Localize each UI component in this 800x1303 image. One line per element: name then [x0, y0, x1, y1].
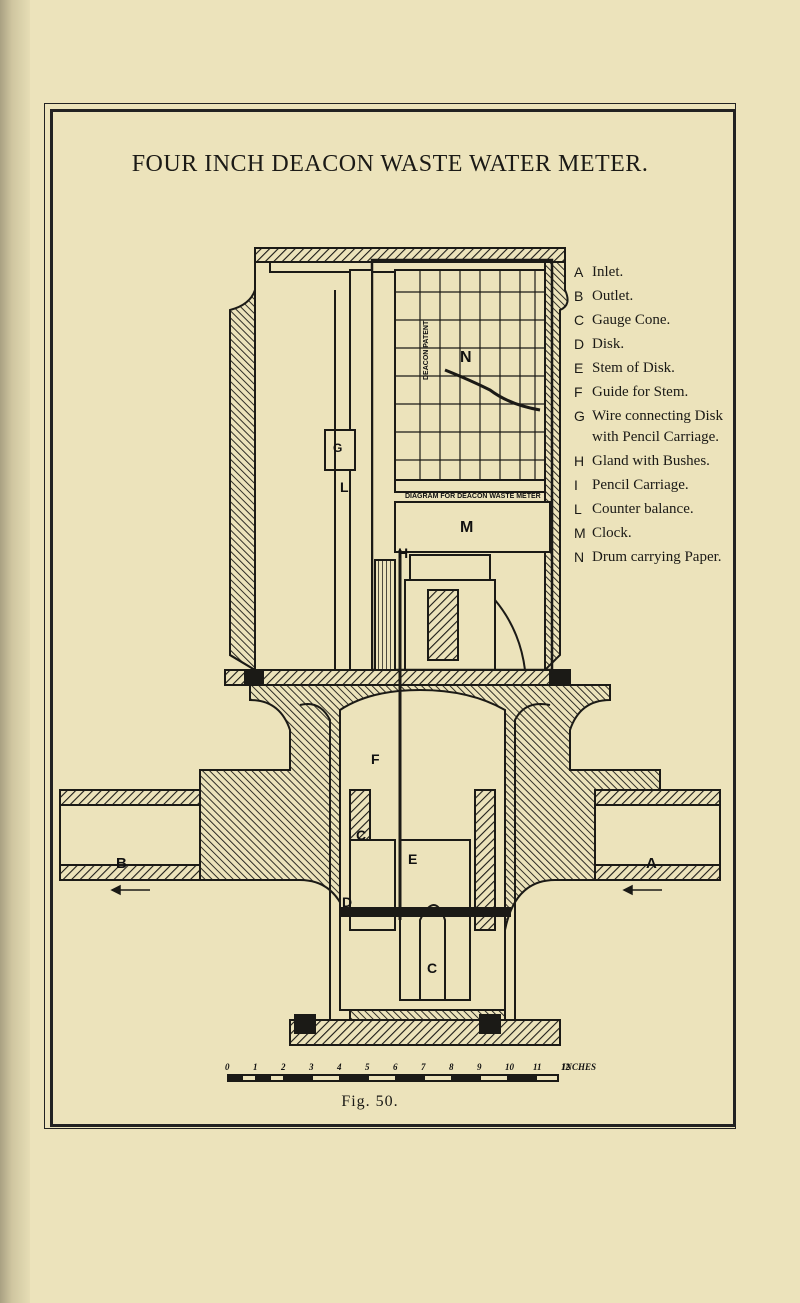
- label-h: H: [398, 545, 408, 561]
- scale-tick-label: 6: [393, 1062, 398, 1072]
- legend-letter: F: [574, 384, 583, 400]
- legend-text: Gland with Bushes.: [592, 453, 710, 469]
- legend-item-c: C Gauge Cone.: [574, 310, 724, 331]
- legend-letter: E: [574, 360, 584, 376]
- legend-item-b: B Outlet.: [574, 286, 724, 307]
- book-spine-edge: [0, 0, 30, 1303]
- lower-body-casting: [59, 550, 721, 1046]
- legend-text: Stem of Disk.: [592, 360, 675, 376]
- legend-letter: B: [574, 288, 584, 304]
- plate-title: FOUR INCH DEACON WASTE WATER METER.: [131, 151, 649, 177]
- top-cap: [254, 247, 566, 273]
- legend-letter: G: [574, 408, 585, 424]
- label-n: N: [460, 349, 472, 366]
- outlet-arrow: [110, 884, 150, 896]
- scale-tick-label: 3: [308, 1062, 314, 1072]
- label-l: L: [340, 479, 349, 495]
- paper-drum-n: [394, 269, 546, 493]
- legend-text: Wire connecting Disk with Pencil Carriag…: [592, 408, 724, 445]
- scale-tick-label: 0: [225, 1062, 230, 1072]
- upper-casing: [229, 258, 569, 673]
- legend-text: Drum carrying Paper.: [592, 549, 722, 565]
- scale-tick-label: 5: [365, 1062, 370, 1072]
- label-b: B: [116, 855, 127, 872]
- scale-tick-label: 1: [253, 1062, 258, 1072]
- legend-text: Outlet.: [592, 288, 634, 304]
- scale-tick-label: 7: [421, 1062, 426, 1072]
- legend-letter: M: [574, 525, 586, 541]
- legend-item-m: M Clock.: [574, 523, 724, 544]
- legend-letter: D: [574, 336, 585, 352]
- parts-legend: A Inlet. B Outlet. C Gauge Cone. D Disk. E St…: [574, 262, 724, 571]
- legend-text: Inlet.: [592, 264, 624, 280]
- legend-letter: L: [574, 501, 582, 517]
- legend-item-h: H Gland with Bushes.: [574, 451, 724, 472]
- legend-letter: A: [574, 264, 584, 280]
- legend-item-g: G Wire connecting Disk with Pencil Carria…: [574, 406, 724, 448]
- plate-frame-inner: [50, 109, 736, 1127]
- label-f: F: [371, 751, 380, 767]
- inlet-arrow: [622, 884, 662, 896]
- label-d: D: [342, 894, 352, 910]
- legend-letter: N: [574, 549, 585, 565]
- label-m: M: [460, 519, 473, 536]
- scale-unit: INCHES: [561, 1062, 596, 1072]
- scale-tick-label: 12: [561, 1062, 571, 1072]
- label-e: E: [408, 851, 417, 867]
- drum-band-text: DIAGRAM FOR DEACON WASTE METER: [405, 493, 541, 500]
- pencil-carriage: [374, 559, 526, 671]
- figure-caption: Fig. 50.: [341, 1093, 399, 1110]
- legend-item-e: E Stem of Disk.: [574, 358, 724, 379]
- meter-cross-section-diagram: DIAGRAM FOR DEACON WASTE METER DEACON PA…: [59, 247, 721, 1082]
- legend-text: Clock.: [592, 525, 632, 541]
- label-c-lower: C: [427, 960, 437, 976]
- legend-item-a: A Inlet.: [574, 262, 724, 283]
- scale-tick-label: 2: [280, 1062, 286, 1072]
- scale-tick-label: 8: [449, 1062, 454, 1072]
- scale-bar: [227, 1074, 559, 1082]
- legend-text: Gauge Cone.: [592, 312, 671, 328]
- scale-tick-label: 10: [505, 1062, 515, 1072]
- counter-balance-l: [324, 269, 373, 671]
- legend-text: Guide for Stem.: [592, 384, 689, 400]
- legend-item-n: N Drum carrying Paper.: [574, 547, 724, 568]
- legend-text: Counter balance.: [592, 501, 694, 517]
- scale-tick-label: 11: [533, 1062, 542, 1072]
- scale-tick-label: 9: [477, 1062, 482, 1072]
- label-c-upper: C: [356, 827, 366, 843]
- legend-letter: H: [574, 453, 585, 469]
- legend-item-l: L Counter balance.: [574, 499, 724, 520]
- legend-item-f: F Guide for Stem.: [574, 382, 724, 403]
- legend-letter: C: [574, 312, 585, 328]
- legend-text: Disk.: [592, 336, 625, 352]
- legend-letter: I: [574, 477, 578, 493]
- clock-box-m: [394, 501, 551, 581]
- flange-plate: [224, 669, 571, 686]
- label-g: G: [333, 441, 342, 455]
- legend-text: Pencil Carriage.: [592, 477, 689, 493]
- legend-item-i: I Pencil Carriage.: [574, 475, 724, 496]
- label-a: A: [646, 855, 657, 872]
- scale-tick-label: 4: [336, 1062, 342, 1072]
- drum-side-text: DEACON PATENT: [423, 320, 430, 380]
- legend-item-d: D Disk.: [574, 334, 724, 355]
